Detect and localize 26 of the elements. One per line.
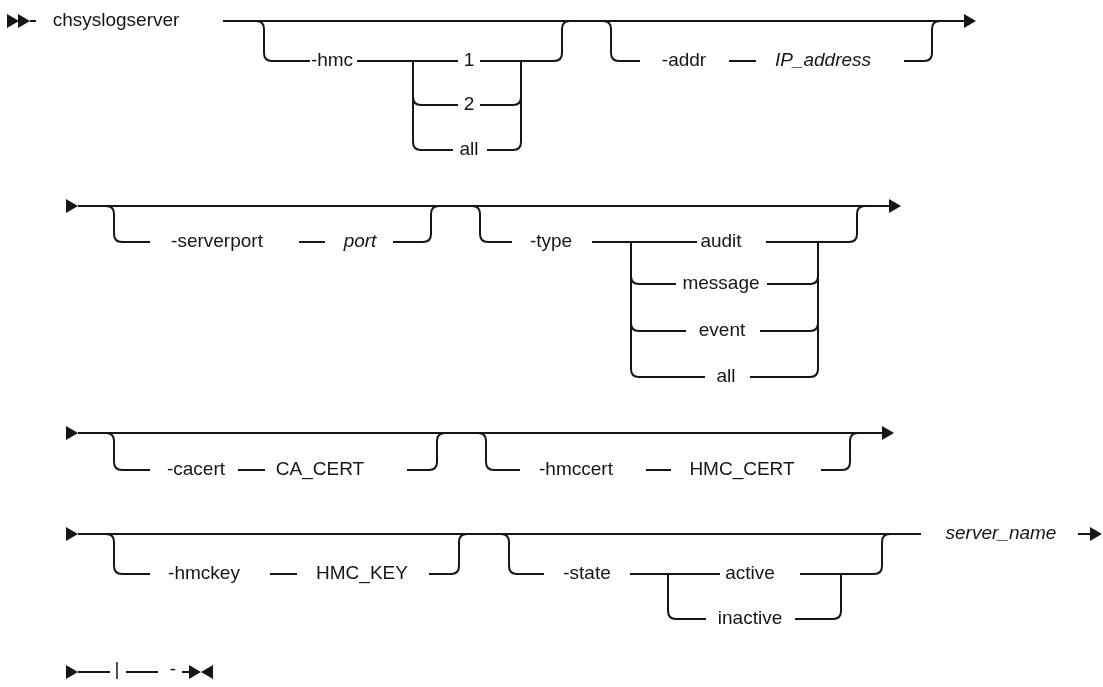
syntax-keyword: -type: [529, 230, 573, 252]
syntax-keyword: -cacert: [166, 458, 226, 480]
syntax-keyword: inactive: [717, 607, 783, 629]
syntax-symbol: -: [169, 658, 177, 680]
syntax-keyword: -hmckey: [168, 562, 240, 584]
syntax-variable: IP_address: [774, 49, 872, 71]
syntax-symbol: |: [114, 658, 120, 680]
syntax-keyword: HMC_CERT: [689, 458, 795, 480]
syntax-keyword: event: [698, 319, 746, 341]
syntax-keyword: audit: [700, 230, 742, 252]
syntax-keyword: CA_CERT: [275, 458, 365, 480]
syntax-variable: port: [343, 230, 377, 252]
syntax-keyword: 2: [463, 93, 475, 115]
syntax-variable: server_name: [945, 522, 1057, 544]
syntax-keyword: 1: [463, 49, 475, 71]
syntax-keyword: -serverport: [171, 230, 263, 252]
syntax-keyword: -hmc: [310, 49, 354, 71]
command-name: chsyslogserver: [52, 9, 180, 31]
syntax-keyword: active: [725, 562, 775, 584]
syntax-keyword: -state: [563, 562, 611, 584]
syntax-keyword: HMC_KEY: [316, 562, 408, 584]
syntax-keyword: all: [459, 138, 479, 160]
syntax-keyword: message: [682, 272, 760, 294]
syntax-keyword: all: [716, 365, 736, 387]
syntax-keyword: -hmccert: [539, 458, 613, 480]
syntax-keyword: -addr: [661, 49, 707, 71]
